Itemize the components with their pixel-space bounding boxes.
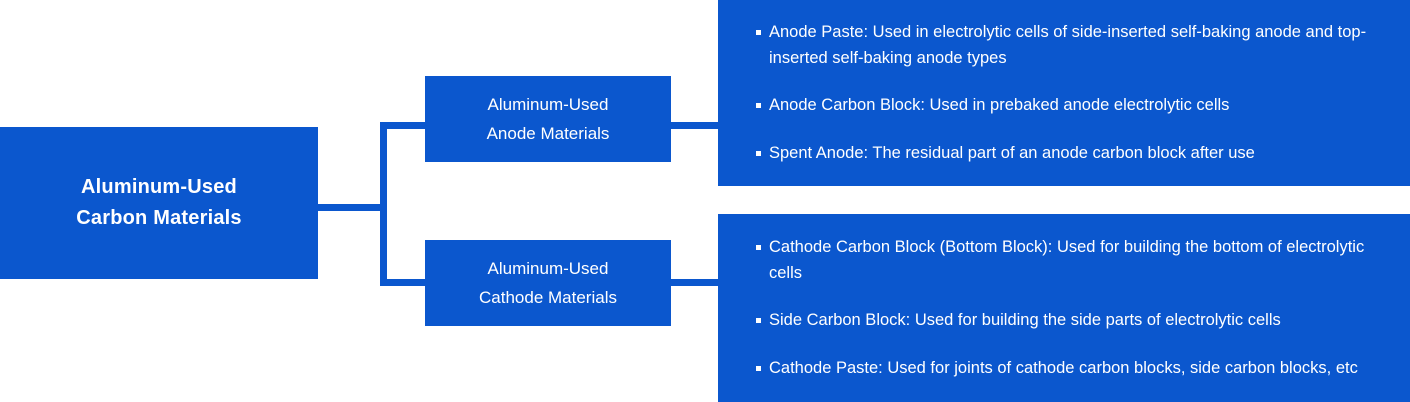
bullet-square-icon <box>756 245 761 250</box>
detail-panel-anode: Anode Paste: Used in electrolytic cells … <box>718 0 1410 186</box>
bullet-square-icon <box>756 318 761 323</box>
root-node: Aluminum-Used Carbon Materials <box>0 127 318 279</box>
branch-node-cathode-line-1: Aluminum-Used <box>487 259 609 278</box>
list-item-text: Spent Anode: The residual part of an ano… <box>769 143 1255 162</box>
list-item: Spent Anode: The residual part of an ano… <box>737 141 1392 167</box>
root-node-line-2: Carbon Materials <box>76 207 242 229</box>
list-item-text: Cathode Paste: Used for joints of cathod… <box>769 358 1358 377</box>
list-item: Anode Paste: Used in electrolytic cells … <box>737 20 1392 71</box>
bullet-square-icon <box>756 30 761 35</box>
branch-node-anode: Aluminum-Used Anode Materials <box>425 76 671 162</box>
list-item-text: Side Carbon Block: Used for building the… <box>769 311 1281 329</box>
root-node-line-1: Aluminum-Used <box>81 176 237 198</box>
connector-spine <box>380 122 387 286</box>
branch-node-cathode: Aluminum-Used Cathode Materials <box>425 240 671 326</box>
list-item: Side Carbon Block: Used for building the… <box>737 308 1392 334</box>
connector-cathode-to-panel <box>670 279 720 286</box>
connector-anode-to-panel <box>670 122 720 129</box>
detail-list-cathode: Cathode Carbon Block (Bottom Block): Use… <box>737 235 1392 381</box>
list-item: Anode Carbon Block: Used in prebaked ano… <box>737 93 1392 119</box>
bullet-square-icon <box>756 150 761 156</box>
bullet-square-icon <box>756 103 761 108</box>
branch-node-anode-line-1: Aluminum-Used <box>487 95 609 114</box>
list-item: Cathode Paste: Used for joints of cathod… <box>737 356 1392 382</box>
list-item-text: Anode Paste: Used in electrolytic cells … <box>769 23 1367 67</box>
connector-arm-anode <box>380 122 426 129</box>
list-item: Cathode Carbon Block (Bottom Block): Use… <box>737 235 1392 286</box>
branch-node-anode-line-2: Anode Materials <box>486 124 610 143</box>
list-item-text: Cathode Carbon Block (Bottom Block): Use… <box>769 238 1365 282</box>
detail-list-anode: Anode Paste: Used in electrolytic cells … <box>737 20 1392 166</box>
bullet-square-icon <box>756 365 761 371</box>
list-item-text: Anode Carbon Block: Used in prebaked ano… <box>769 96 1230 114</box>
branch-node-cathode-line-2: Cathode Materials <box>479 288 617 307</box>
detail-panel-cathode: Cathode Carbon Block (Bottom Block): Use… <box>718 214 1410 402</box>
connector-arm-cathode <box>380 279 426 286</box>
connector-root-stub <box>318 204 380 211</box>
